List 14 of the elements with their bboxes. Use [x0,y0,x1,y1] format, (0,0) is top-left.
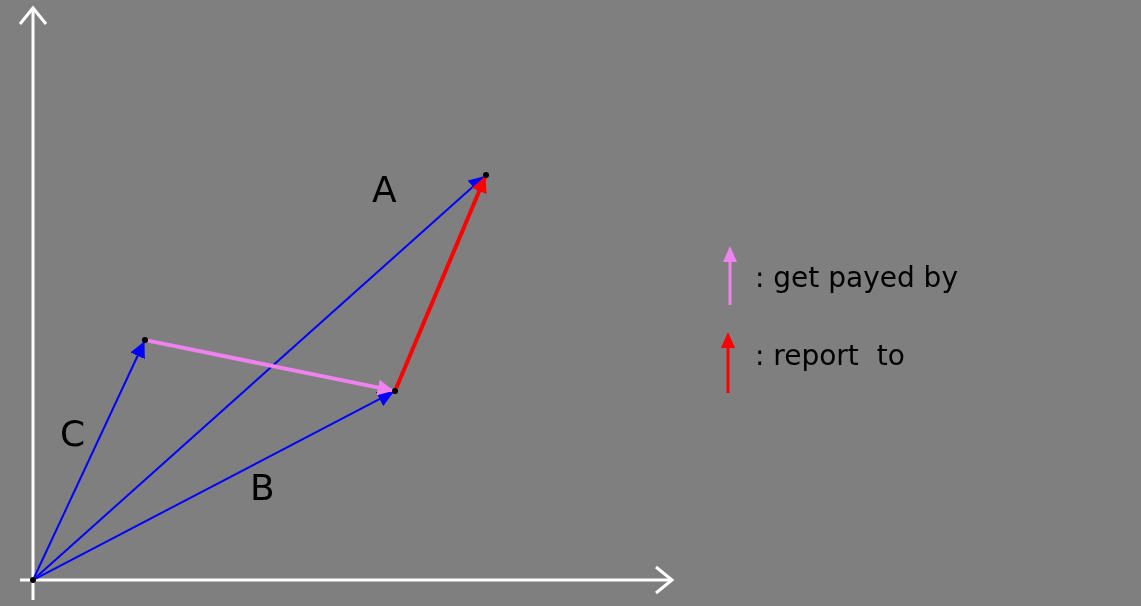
arrow [34,391,394,580]
point-dot [30,577,36,583]
point-dot [142,337,148,343]
point-dot [483,172,489,178]
legend-label: : report to [755,342,905,370]
point-dot [392,388,398,394]
arrow [33,341,145,579]
edge-label: A [372,172,397,208]
arrow [147,338,394,396]
legend-label: : get payed by [755,264,958,292]
arrow [394,176,487,389]
edge-label: C [60,416,86,452]
edge-label: B [250,470,275,506]
arrow [34,175,485,579]
